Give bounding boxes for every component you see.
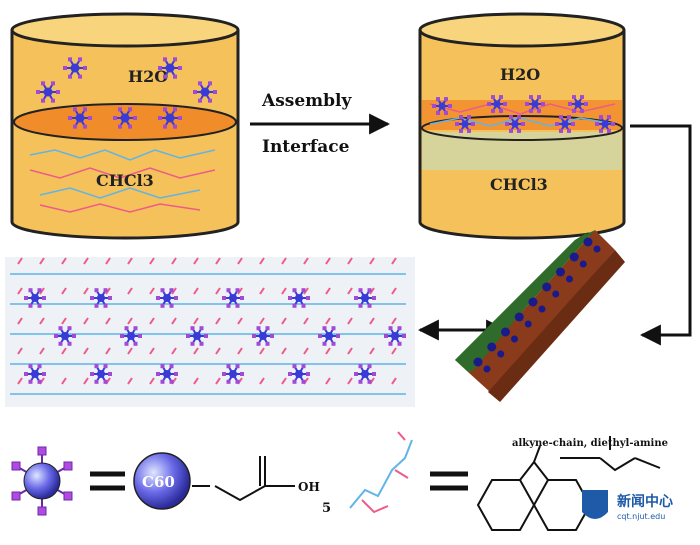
subscript-label: 5 bbox=[322, 501, 331, 516]
watermark-url: cqt.njut.edu bbox=[617, 512, 665, 521]
molecule-star-icon bbox=[432, 97, 452, 115]
molecule-star-icon bbox=[90, 364, 112, 384]
legend-molecule-icon bbox=[11, 446, 73, 516]
network-molecules bbox=[24, 288, 406, 384]
molecule-star-icon bbox=[156, 288, 178, 308]
molecule-star-icon bbox=[24, 364, 46, 384]
acid-chain bbox=[192, 456, 295, 502]
watermark-title: 新闻中心 bbox=[617, 493, 673, 510]
nanorod bbox=[455, 230, 625, 402]
molecule-star-icon bbox=[318, 326, 340, 346]
beaker-left-bottom-label: CHCl3 bbox=[96, 171, 154, 190]
molecule-star-icon bbox=[222, 288, 244, 308]
interface-layer-right bbox=[421, 115, 623, 141]
molecule-star-icon bbox=[158, 107, 182, 129]
legend: C60 OH 5 bbox=[11, 431, 673, 531]
molecule-star-icon bbox=[90, 288, 112, 308]
molecule-star-icon bbox=[595, 115, 615, 133]
molecule-star-icon bbox=[505, 115, 525, 133]
molecule-star-icon bbox=[24, 288, 46, 308]
molecule-star-icon bbox=[252, 326, 274, 346]
molecule-star-icon bbox=[158, 57, 182, 79]
molecule-star-icon bbox=[120, 326, 142, 346]
molecule-star-icon bbox=[354, 364, 376, 384]
network-wires bbox=[10, 257, 406, 395]
network-panel bbox=[5, 257, 415, 407]
rod-molecules bbox=[473, 237, 601, 373]
acid-label: OH bbox=[298, 480, 320, 494]
beaker-right-bottom-label: CHCl3 bbox=[490, 175, 548, 194]
shield-icon bbox=[582, 490, 608, 519]
arrow-bottom-text: Interface bbox=[262, 137, 350, 157]
molecule-star-icon bbox=[555, 115, 575, 133]
beaker-left-top-label: H2O bbox=[128, 67, 168, 86]
beaker-right-top-label: H2O bbox=[500, 65, 540, 84]
watermark: 新闻中心 cqt.njut.edu bbox=[582, 490, 673, 521]
molecule-star-icon bbox=[455, 115, 475, 133]
molecule-star-icon bbox=[568, 95, 588, 113]
equals-sign-2 bbox=[430, 471, 468, 491]
equals-sign-1 bbox=[90, 471, 125, 491]
molecule-star-icon bbox=[354, 288, 376, 308]
molecule-star-icon bbox=[193, 81, 217, 103]
molecule-star-icon bbox=[222, 364, 244, 384]
molecule-star-icon bbox=[384, 326, 406, 346]
molecule-star-icon bbox=[68, 107, 92, 129]
formula-text: alkyne-chain, diethyl-amine bbox=[512, 438, 668, 449]
molecule-star-icon bbox=[288, 364, 310, 384]
beaker-left: H2O CHCl3 bbox=[10, 12, 240, 240]
molecule-star-icon bbox=[156, 364, 178, 384]
molecule-star-icon bbox=[63, 57, 87, 79]
molecule-star-icon bbox=[54, 326, 76, 346]
c60-sphere-icon bbox=[133, 452, 191, 510]
molecule-star-icon bbox=[113, 107, 137, 129]
assembly-arrow: Assembly Interface bbox=[250, 91, 391, 157]
carbazole-structure bbox=[476, 436, 661, 531]
beaker-right: H2O CHCl3 bbox=[418, 12, 626, 240]
molecule-star-icon bbox=[288, 288, 310, 308]
molecule-star-icon bbox=[36, 81, 60, 103]
c60-label: C60 bbox=[142, 473, 175, 491]
wire-network-left bbox=[29, 149, 216, 213]
connector-arrow bbox=[630, 124, 692, 346]
molecule-star-icon bbox=[525, 95, 545, 113]
molecules-right bbox=[432, 95, 615, 133]
molecules-left bbox=[36, 57, 217, 129]
arrow-top-text: Assembly bbox=[261, 91, 352, 111]
molecule-star-icon bbox=[487, 95, 507, 113]
molecule-star-icon bbox=[186, 326, 208, 346]
wire-fragment-icon bbox=[349, 431, 413, 514]
